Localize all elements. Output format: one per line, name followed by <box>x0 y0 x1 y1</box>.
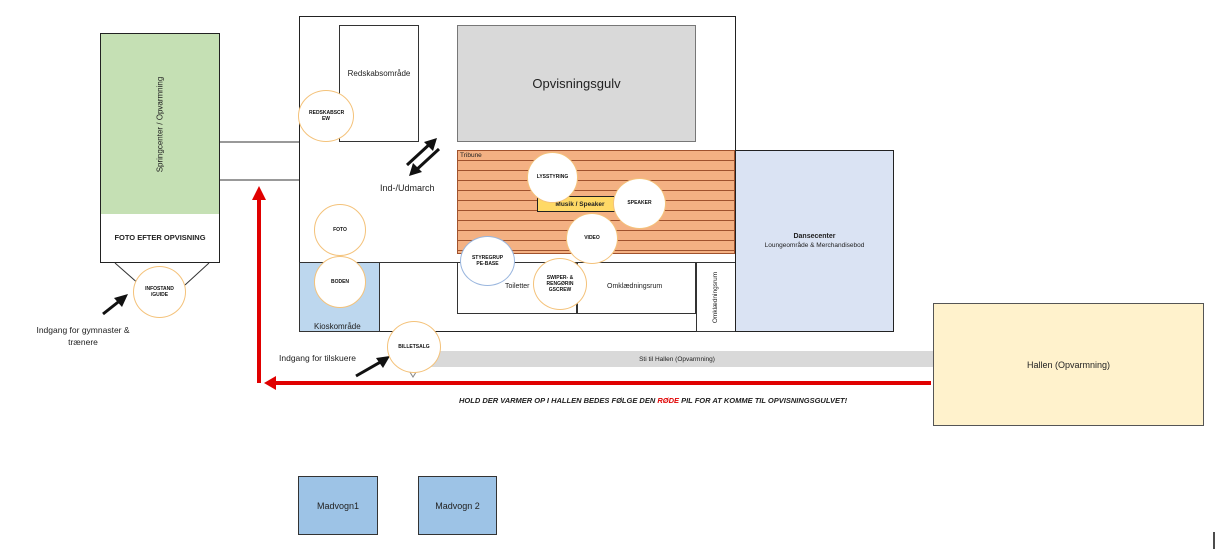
redskab-label: Redskabsområde <box>347 69 411 78</box>
indgang-tilskuere-label: Indgang for tilskuere <box>279 353 357 363</box>
foto-circle: FOTO <box>314 204 366 256</box>
swiper-circle: SWIPER- & RENGØRIN GSCREW <box>533 258 587 310</box>
infostand-label: INFOSTAND /GUIDE <box>145 285 174 298</box>
redskab-area: Redskabsområde <box>339 25 419 142</box>
tribune-label: Tribune <box>460 152 482 159</box>
opvisningsgulv: Opvisningsgulv <box>457 25 696 142</box>
hallen-label: Hallen (Opvarmning) <box>1026 359 1111 370</box>
hallen: Hallen (Opvarmning) <box>933 303 1204 426</box>
notice-text: HOLD DER VARMER OP I HALLEN BEDES FØLGE … <box>459 396 847 405</box>
madvogn-2: Madvogn 2 <box>418 476 497 535</box>
sti-label: Sti til Hallen (Opvarmning) <box>639 355 715 363</box>
styregruppe-circle: STYREGRUP PE-BASE <box>460 236 515 286</box>
toiletter-label: Toiletter <box>505 283 530 290</box>
dansecenter-sub: Loungeområde & Merchandisebod <box>764 242 865 249</box>
gulv-label: Opvisningsgulv <box>532 76 621 91</box>
musik-label: Musik / Speaker <box>555 200 605 208</box>
billetsalg-circle: BILLETSALG <box>387 321 441 373</box>
madvogn-1: Madvogn1 <box>298 476 378 535</box>
indgang-gym-label: Indgang for gymnaster & trænere <box>36 325 130 347</box>
video-circle: VIDEO <box>566 213 618 264</box>
notice-pre: HOLD DER VARMER OP I HALLEN BEDES FØLGE … <box>459 396 658 405</box>
ind-ud-label: Ind-/Udmarch <box>380 183 435 193</box>
infostand-circle: INFOSTAND /GUIDE <box>133 266 186 318</box>
madvogn2-label: Madvogn 2 <box>435 500 480 511</box>
redskabscrew-label: REDSKABSCR EW <box>309 109 345 122</box>
boden-circle: BODEN <box>314 256 366 308</box>
billetsalg-label: BILLETSALG <box>398 343 430 350</box>
speaker-circle: SPEAKER <box>613 178 666 229</box>
notice-post: PIL FOR AT KOMME TIL OPVISNINGSGULVET! <box>679 396 848 405</box>
speaker-label: SPEAKER <box>627 200 652 207</box>
dansecenter-title: Dansecenter <box>793 233 836 240</box>
notice-red: RØDE <box>657 396 680 405</box>
omk1-label: Omklædningsrum <box>607 283 663 290</box>
boden-label: BODEN <box>330 278 350 285</box>
redskabscrew-circle: REDSKABSCR EW <box>298 90 354 142</box>
foto-efter-label: FOTO EFTER OPVISNING <box>114 232 206 242</box>
sti-path: Sti til Hallen (Opvarmning) <box>420 351 934 367</box>
kiosk-label: Kioskområde <box>314 322 361 331</box>
lysstyring-label: LYSSTYRING <box>536 174 569 181</box>
swiper-label: SWIPER- & RENGØRIN GSCREW <box>546 274 574 294</box>
foto-label: FOTO <box>333 226 347 233</box>
springcenter-area: Springcenter / Opvarmning <box>101 34 219 214</box>
madvogn1-label: Madvogn1 <box>316 500 360 511</box>
dansecenter: Dansecenter Loungeområde & Merchandisebo… <box>735 150 894 332</box>
styregruppe-label: STYREGRUP PE-BASE <box>471 254 504 267</box>
lysstyring-circle: LYSSTYRING <box>527 152 578 203</box>
video-label: VIDEO <box>584 235 600 242</box>
